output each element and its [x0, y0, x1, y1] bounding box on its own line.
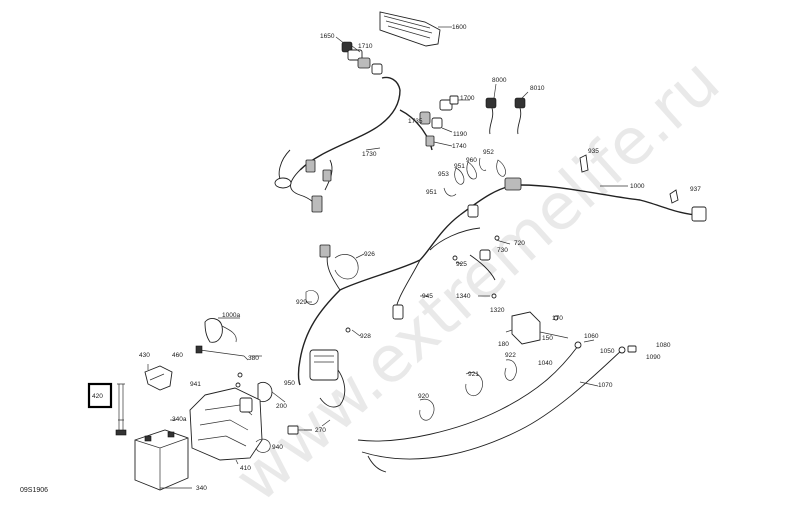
label-180: 180 — [498, 341, 509, 348]
bolt-420 — [115, 383, 127, 436]
leader-lines — [147, 147, 628, 465]
label-8000: 8000 — [492, 77, 507, 84]
harness-1730 — [274, 76, 433, 213]
label-950: 950 — [284, 380, 295, 387]
connectors-1700-1740 — [419, 95, 470, 147]
label-951b: 951 — [426, 189, 437, 196]
cables-1040-1070 — [357, 341, 637, 473]
label-1080: 1080 — [656, 342, 671, 349]
bracket-430 — [144, 365, 173, 391]
label-720: 720 — [514, 240, 525, 247]
label-1340: 1340 — [456, 293, 471, 300]
label-940: 940 — [272, 444, 283, 451]
label-1740: 1740 — [452, 143, 467, 150]
label-953: 953 — [438, 171, 449, 178]
label-1730: 1730 — [362, 151, 377, 158]
label-1710: 1710 — [358, 43, 373, 50]
bracket-1000a — [204, 317, 240, 343]
label-270: 270 — [315, 427, 326, 434]
diagram-code: 09S1906 — [20, 487, 48, 494]
label-1040: 1040 — [538, 360, 553, 367]
label-941: 941 — [190, 381, 201, 388]
label-928: 928 — [360, 333, 371, 340]
label-1190: 1190 — [453, 131, 467, 138]
label-8010: 8010 — [530, 85, 545, 92]
relay-module-200 — [257, 349, 346, 408]
gauge-cluster-1600 — [379, 11, 452, 47]
label-929: 929 — [296, 299, 307, 306]
harness-adapters-8000-8010 — [485, 83, 529, 135]
label-1000a: 1000a — [222, 312, 240, 319]
label-1000: 1000 — [630, 183, 645, 190]
battery-340 — [134, 429, 192, 491]
label-200: 200 — [276, 403, 287, 410]
label-935: 935 — [588, 148, 599, 155]
label-460: 460 — [172, 352, 183, 359]
label-1735: 1735 — [408, 118, 423, 125]
label-922: 922 — [505, 352, 516, 359]
part-labels: 1600 1650 1710 1700 1735 1190 1740 1730 … — [92, 24, 701, 492]
label-1090: 1090 — [646, 354, 661, 361]
label-1700: 1700 — [460, 95, 475, 102]
label-945: 945 — [422, 293, 433, 300]
label-926: 926 — [364, 251, 375, 258]
label-920: 920 — [418, 393, 429, 400]
label-340a: 340a — [172, 416, 187, 423]
label-960: 960 — [466, 157, 477, 164]
switch-parts-1650-1710 — [335, 36, 383, 75]
label-937: 937 — [690, 186, 701, 193]
label-1050: 1050 — [600, 348, 615, 355]
label-1650: 1650 — [320, 33, 335, 40]
label-380: 380 — [248, 355, 259, 362]
label-1060: 1060 — [584, 333, 599, 340]
clamps-920-922 — [419, 359, 517, 421]
label-430: 430 — [139, 352, 150, 359]
battery-tray-410 — [189, 387, 263, 461]
label-1600: 1600 — [452, 24, 467, 31]
label-925: 925 — [456, 261, 467, 268]
label-921: 921 — [468, 371, 479, 378]
watermark-text: www.extremelife.ru — [221, 45, 734, 507]
label-420: 420 — [92, 393, 103, 400]
bolt-460-380 — [195, 345, 249, 388]
clamp-926 — [305, 254, 359, 305]
label-150: 150 — [542, 335, 553, 342]
label-410: 410 — [240, 465, 251, 472]
module-150 — [505, 311, 569, 345]
main-harness-1000 — [297, 177, 707, 386]
highlight-box-420 — [87, 382, 113, 409]
label-730: 730 — [497, 247, 508, 254]
label-1070: 1070 — [598, 382, 613, 389]
label-952: 952 — [483, 149, 494, 156]
label-951a: 951 — [454, 163, 465, 170]
label-1320: 1320 — [490, 307, 505, 314]
label-170: 170 — [552, 315, 563, 322]
label-340: 340 — [196, 485, 207, 492]
